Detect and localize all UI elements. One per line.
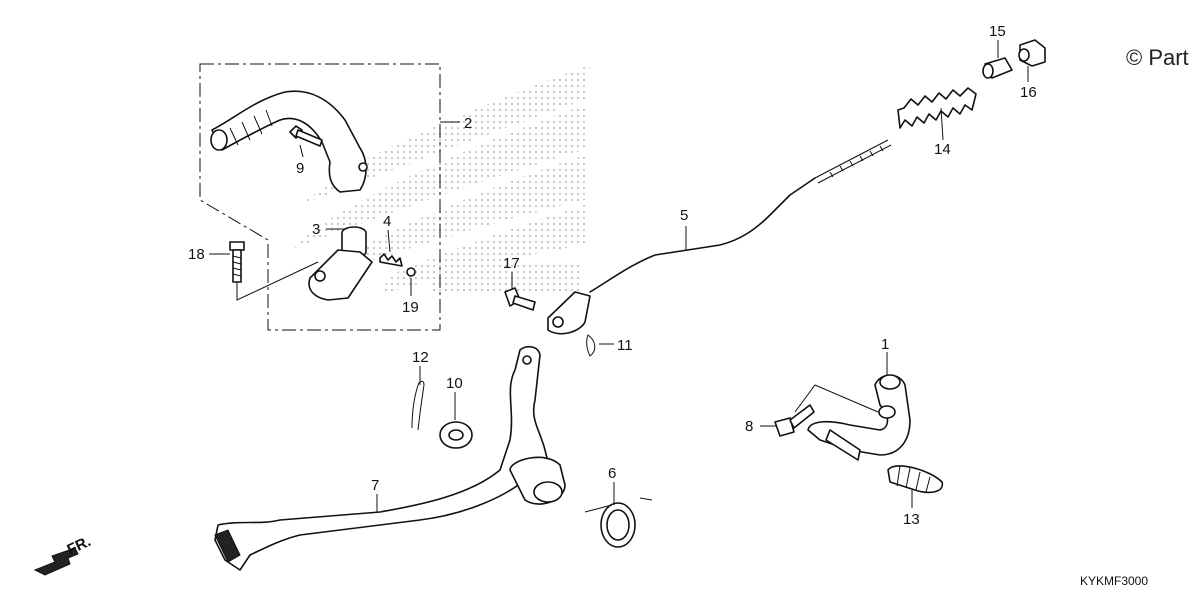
wing-logo-watermark [290,65,590,295]
bolt-17 [504,287,536,311]
copyright-text: © Part [1126,45,1189,70]
front-indicator-text: FR. [65,533,94,559]
bolt-18 [229,241,319,301]
callout-10: 10 [446,375,463,392]
callout-11: 11 [617,337,633,354]
callout-9: 9 [296,160,304,177]
kick-arm [210,90,368,193]
spring-14 [897,87,977,129]
callout-2: 2 [464,115,472,132]
nut-16 [1018,39,1046,67]
callout-12: 12 [412,349,429,366]
callout-5: 5 [680,207,688,224]
cotter-pin-12 [411,380,425,431]
washer-10 [439,421,473,449]
callout-4: 4 [383,213,391,230]
front-arrow: FR. [33,533,94,576]
callout-19: 19 [402,299,419,316]
joint-15 [982,57,1013,79]
rubber-13 [887,465,944,494]
callout-7: 7 [371,477,379,494]
callout-18: 18 [188,246,205,263]
diagram-code: KYKMF3000 [1080,574,1148,588]
callout-8: 8 [745,418,753,435]
bolt-8 [774,384,879,437]
callout-17: 17 [503,255,520,272]
return-spring-6 [584,497,653,548]
group-outline [199,63,441,331]
callout-labels: 1 2 3 4 5 6 7 8 9 10 11 12 13 14 15 16 1… [188,23,1037,528]
leader-lines [209,40,1029,512]
callout-1: 1 [881,336,889,353]
pedal-bracket [807,374,911,461]
clip-11 [586,334,596,357]
callout-16: 16 [1020,84,1037,101]
spring-4 [379,253,403,267]
callout-15: 15 [989,23,1006,40]
ball-19 [406,267,416,277]
callout-14: 14 [934,141,951,158]
starter-boss [308,226,373,301]
callout-6: 6 [608,465,616,482]
brake-rod [547,139,892,335]
callout-3: 3 [312,221,320,238]
callout-13: 13 [903,511,920,528]
bolt-9 [289,125,323,147]
brake-pedal [214,345,566,571]
